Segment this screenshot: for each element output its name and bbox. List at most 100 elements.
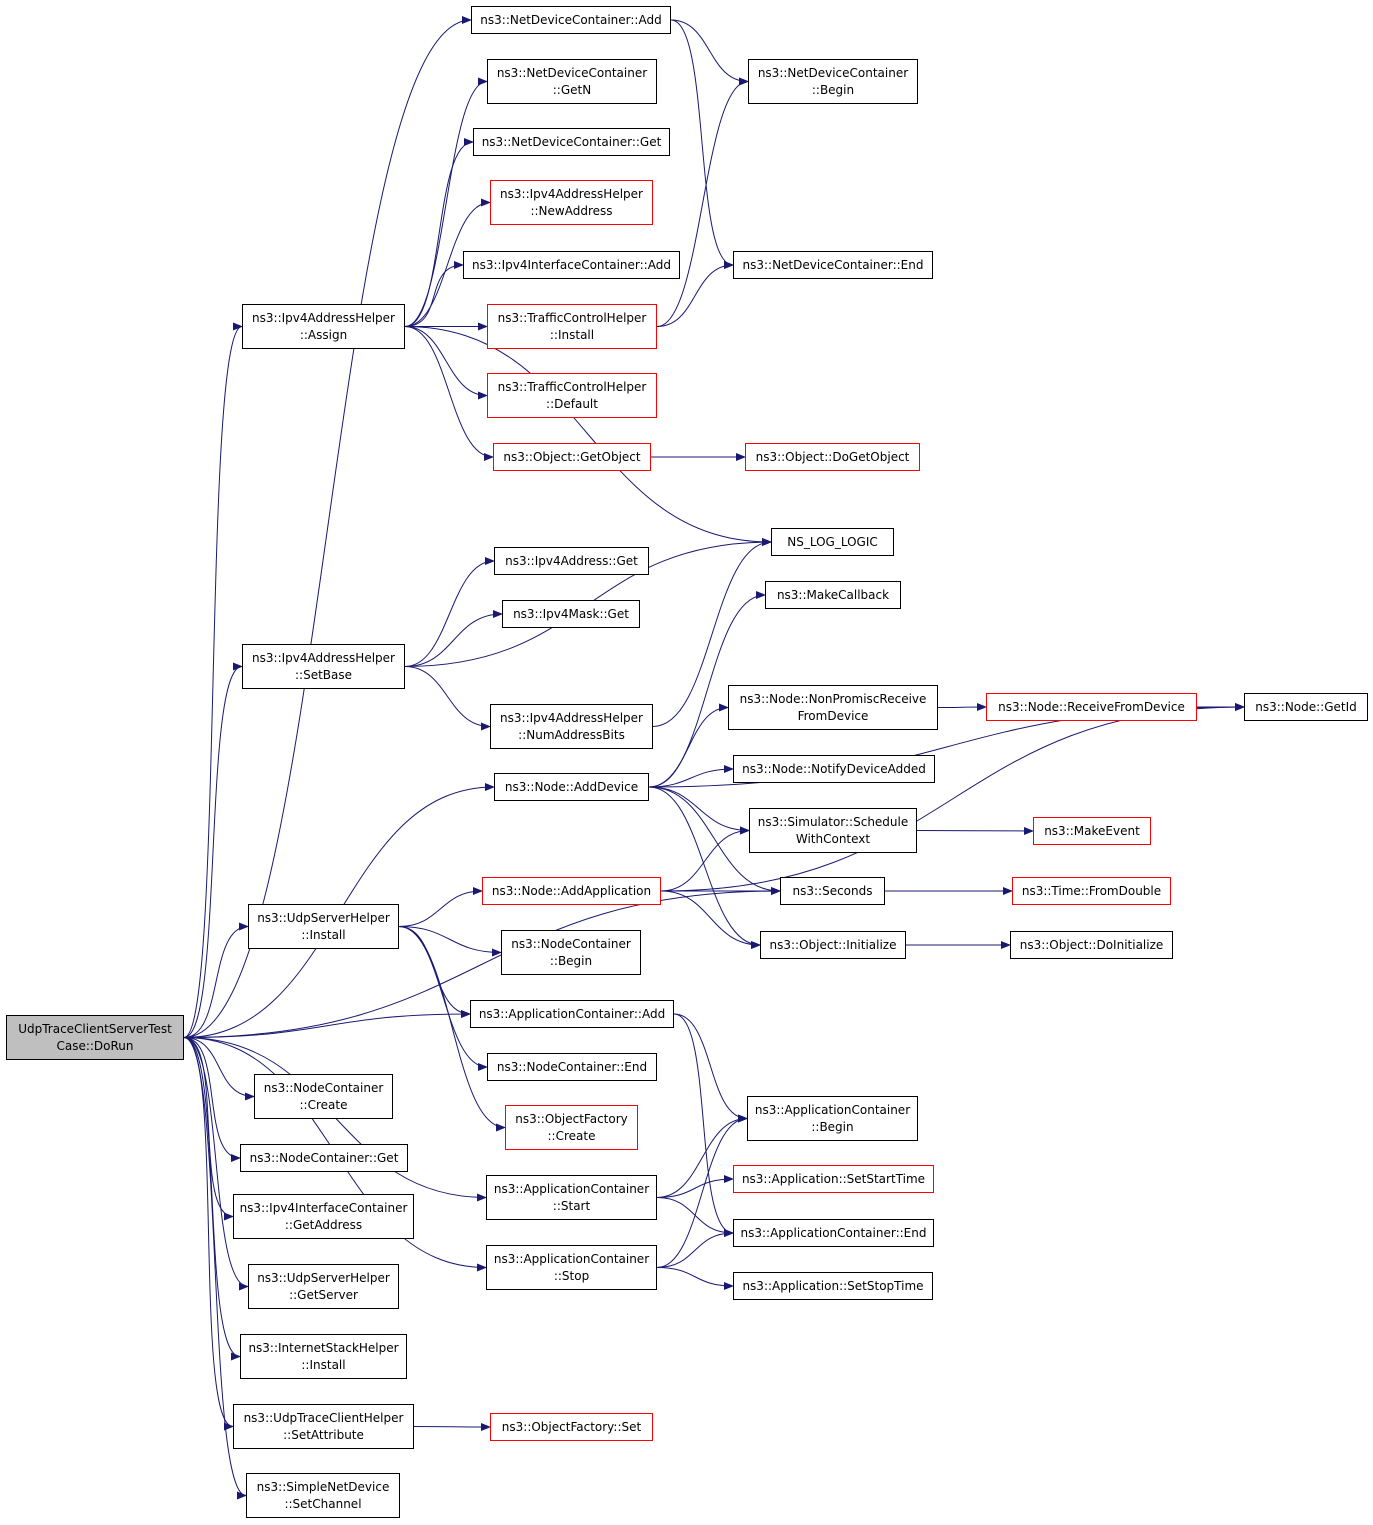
node-objf-create[interactable]: ns3::ObjectFactory::Create xyxy=(505,1105,638,1150)
edge-node-nonpromisc-to-node-recvfromdev xyxy=(937,703,987,712)
edge-sim-schedwithctx-to-make-event xyxy=(916,826,1034,835)
node-label-line: ns3::NodeContainer::End xyxy=(496,1059,648,1074)
node-ndc-add[interactable]: ns3::NetDeviceContainer::Add xyxy=(471,6,671,34)
node-make-callback[interactable]: ns3::MakeCallback xyxy=(765,581,901,609)
node-label-line: ns3::NetDeviceContainer xyxy=(496,65,648,80)
node-ish-install[interactable]: ns3::InternetStackHelper::Install xyxy=(240,1334,407,1379)
node-label-line: ns3::Time::FromDouble xyxy=(1021,883,1162,898)
node-label-line: ns3::NetDeviceContainer xyxy=(757,65,909,80)
node-snd-setchannel[interactable]: ns3::SimpleNetDevice::SetChannel xyxy=(246,1473,400,1518)
edge-root-to-snd-setchannel xyxy=(183,1037,247,1500)
node-ipv4ic-add[interactable]: ns3::Ipv4InterfaceContainer::Add xyxy=(463,251,680,279)
node-node-getid[interactable]: ns3::Node::GetId xyxy=(1244,693,1368,721)
node-label-line: ::Create xyxy=(547,1128,596,1143)
node-label-line: ::SetBase xyxy=(294,667,352,682)
node-ipv4addr-get[interactable]: ns3::Ipv4Address::Get xyxy=(494,547,649,575)
node-label-line: ns3::Object::GetObject xyxy=(503,449,641,464)
node-udptch-setattr[interactable]: ns3::UdpTraceClientHelper::SetAttribute xyxy=(233,1404,414,1449)
node-label-line: ns3::NodeContainer xyxy=(263,1080,384,1095)
node-label-line: ns3::Node::GetId xyxy=(1255,699,1357,714)
node-node-notifydevadded[interactable]: ns3::Node::NotifyDeviceAdded xyxy=(733,755,935,783)
node-label-line: ns3::InternetStackHelper xyxy=(248,1340,399,1355)
node-seconds[interactable]: ns3::Seconds xyxy=(780,877,885,905)
node-appc-stop[interactable]: ns3::ApplicationContainer::Stop xyxy=(486,1245,657,1290)
node-label-line: ::Install xyxy=(549,327,595,342)
node-udpsh-install[interactable]: ns3::UdpServerHelper::Install xyxy=(248,904,399,949)
edge-root-to-nc-create xyxy=(183,1037,255,1101)
node-objf-set[interactable]: ns3::ObjectFactory::Set xyxy=(490,1413,653,1441)
node-node-adddevice[interactable]: ns3::Node::AddDevice xyxy=(494,773,649,801)
edge-root-to-ipv4ic-getaddr xyxy=(183,1037,234,1221)
edge-root-to-appc-add xyxy=(183,1010,471,1038)
node-ndc-getn[interactable]: ns3::NetDeviceContainer::GetN xyxy=(487,59,657,104)
node-ns-log-logic[interactable]: NS_LOG_LOGIC xyxy=(771,528,894,556)
edge-ipv4ah-assign-to-ipv4ic-add xyxy=(404,261,464,327)
node-make-event[interactable]: ns3::MakeEvent xyxy=(1033,817,1151,845)
node-label-line: FromDevice xyxy=(797,708,869,723)
node-node-recvfromdev[interactable]: ns3::Node::ReceiveFromDevice xyxy=(986,693,1197,721)
edge-node-adddevice-to-node-notifydevadded xyxy=(648,765,734,788)
node-label-line: ns3::Ipv4AddressHelper xyxy=(500,710,643,725)
node-label-line: ns3::Ipv4Address::Get xyxy=(505,553,638,568)
edge-ipv4ah-assign-to-ipv4ah-newaddr xyxy=(404,198,491,327)
edge-appc-start-to-appc-begin xyxy=(656,1114,748,1198)
node-ndc-begin[interactable]: ns3::NetDeviceContainer::Begin xyxy=(748,59,918,104)
node-label-line: ns3::ObjectFactory::Set xyxy=(501,1419,642,1434)
node-label-line: ::SetChannel xyxy=(284,1496,362,1511)
node-label-line: ns3::ObjectFactory xyxy=(515,1111,628,1126)
edge-root-to-ish-install xyxy=(183,1037,241,1361)
node-nc-end[interactable]: ns3::NodeContainer::End xyxy=(487,1053,657,1081)
node-tch-install[interactable]: ns3::TrafficControlHelper::Install xyxy=(487,304,657,349)
node-label-line: ::Begin xyxy=(811,1119,854,1134)
edge-node-adddevice-to-sim-schedwithctx xyxy=(648,786,750,835)
node-ndc-get[interactable]: ns3::NetDeviceContainer::Get xyxy=(473,128,670,156)
node-label-line: ::GetN xyxy=(552,82,592,97)
node-ipv4ah-assign[interactable]: ns3::Ipv4AddressHelper::Assign xyxy=(242,304,405,349)
edge-ipv4ah-assign-to-tch-default xyxy=(404,326,488,400)
node-obj-dogetobject[interactable]: ns3::Object::DoGetObject xyxy=(745,443,920,471)
node-label-line: ::Assign xyxy=(299,327,348,342)
node-obj-initialize[interactable]: ns3::Object::Initialize xyxy=(760,931,906,959)
edge-appc-stop-to-appc-end xyxy=(656,1229,734,1268)
node-label-line: UdpTraceClientServerTest xyxy=(18,1021,172,1036)
edge-appc-stop-to-app-setstoptime xyxy=(656,1267,734,1290)
node-ipv4ic-getaddr[interactable]: ns3::Ipv4InterfaceContainer::GetAddress xyxy=(233,1194,414,1239)
node-appc-end[interactable]: ns3::ApplicationContainer::End xyxy=(733,1219,934,1247)
node-tch-default[interactable]: ns3::TrafficControlHelper::Default xyxy=(487,373,657,418)
node-appc-start[interactable]: ns3::ApplicationContainer::Start xyxy=(486,1175,657,1220)
node-label-line: ns3::UdpServerHelper xyxy=(257,1270,390,1285)
edge-root-to-ipv4ah-setbase xyxy=(183,662,243,1038)
node-node-addapp[interactable]: ns3::Node::AddApplication xyxy=(482,877,661,905)
node-udpsh-getserver[interactable]: ns3::UdpServerHelper::GetServer xyxy=(248,1264,399,1309)
node-label-line: ns3::Node::ReceiveFromDevice xyxy=(998,699,1185,714)
node-appc-add[interactable]: ns3::ApplicationContainer::Add xyxy=(470,1000,674,1028)
node-appc-begin[interactable]: ns3::ApplicationContainer::Begin xyxy=(747,1096,918,1141)
node-obj-doinitialize[interactable]: ns3::Object::DoInitialize xyxy=(1010,931,1173,959)
node-time-fromdouble[interactable]: ns3::Time::FromDouble xyxy=(1012,877,1171,905)
node-obj-getobject[interactable]: ns3::Object::GetObject xyxy=(493,443,651,471)
node-ipv4ah-newaddr[interactable]: ns3::Ipv4AddressHelper::NewAddress xyxy=(490,180,653,225)
node-app-setstarttime[interactable]: ns3::Application::SetStartTime xyxy=(733,1165,934,1193)
edge-node-adddevice-to-node-nonpromisc xyxy=(648,703,729,788)
node-label-line: ns3::ApplicationContainer xyxy=(493,1181,650,1196)
edge-appc-add-to-appc-begin xyxy=(673,1013,748,1123)
node-label-line: ns3::Ipv4AddressHelper xyxy=(252,650,395,665)
node-app-setstoptime[interactable]: ns3::Application::SetStopTime xyxy=(733,1272,933,1300)
node-ipv4ah-setbase[interactable]: ns3::Ipv4AddressHelper::SetBase xyxy=(242,644,405,689)
node-ipv4ah-numaddrbits[interactable]: ns3::Ipv4AddressHelper::NumAddressBits xyxy=(490,704,653,749)
node-label-line: ns3::Object::DoGetObject xyxy=(755,449,910,464)
node-nc-begin[interactable]: ns3::NodeContainer::Begin xyxy=(501,930,641,975)
edge-ndc-add-to-ndc-begin xyxy=(670,19,749,86)
node-label-line: WithContext xyxy=(795,831,871,846)
node-label-line: ns3::Ipv4Mask::Get xyxy=(513,606,629,621)
node-label-line: ns3::ApplicationContainer::End xyxy=(740,1225,927,1240)
node-nc-get[interactable]: ns3::NodeContainer::Get xyxy=(240,1144,408,1172)
node-ipv4mask-get[interactable]: ns3::Ipv4Mask::Get xyxy=(502,600,640,628)
node-label-line: ns3::Ipv4AddressHelper xyxy=(500,186,643,201)
node-ndc-end[interactable]: ns3::NetDeviceContainer::End xyxy=(733,251,933,279)
node-nc-create[interactable]: ns3::NodeContainer::Create xyxy=(254,1074,393,1119)
